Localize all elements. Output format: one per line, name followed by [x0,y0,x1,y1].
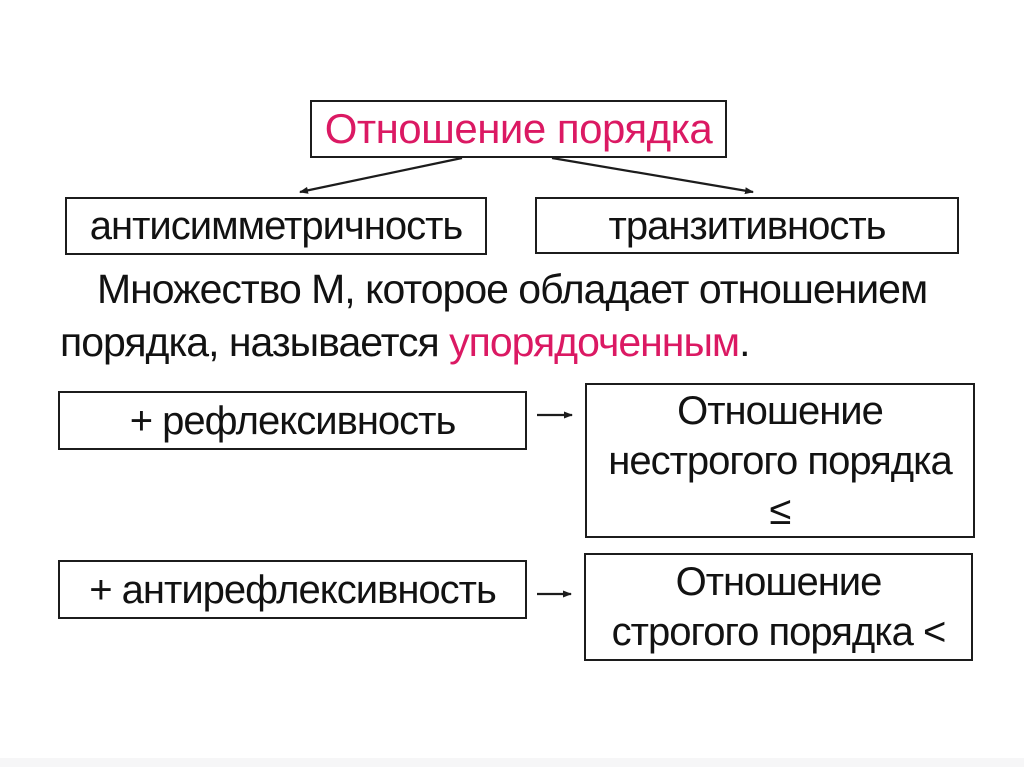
antisymmetry-label: антисимметричность [89,204,464,248]
strict-order-line2: строгого порядка < [611,610,947,654]
reflexivity-label: + рефлексивность [129,398,457,443]
nonstrict-order-line1: Отношение [677,388,884,433]
transitivity-box: транзитивность [535,197,959,254]
definition-line2: порядка, называется упорядоченным. [60,316,975,369]
nonstrict-order-symbol: ≤ [769,488,792,533]
strict-order-line1: Отношение [675,560,883,604]
highlight-period: . [739,319,750,365]
bottom-edge-strip [0,758,1024,767]
antireflexivity-label: + антирефлексивность [89,567,497,612]
nonstrict-order-line2: нестрогого порядка [608,438,953,483]
arrow-title-to-antisymmetry [299,156,463,194]
definition-paragraph: Множество М, которое обладает отношением… [60,263,975,369]
definition-line1: Множество М, которое обладает отношением [97,266,928,312]
transitivity-label: транзитивность [608,203,887,248]
nonstrict-order-box: Отношение нестрогого порядка ≤ [585,383,975,538]
reflexivity-box: + рефлексивность [58,391,527,450]
highlight-word: упорядоченным [449,319,740,365]
arrow-title-to-transitivity [551,156,754,195]
title-label: Отношение порядка [324,104,713,152]
definition-line2-prefix: порядка, называется [60,319,450,365]
strict-order-box: Отношение строгого порядка < [584,553,973,661]
antisymmetry-box: антисимметричность [65,197,487,255]
antireflexivity-box: + антирефлексивность [58,560,527,619]
title-box: Отношение порядка [310,100,727,158]
